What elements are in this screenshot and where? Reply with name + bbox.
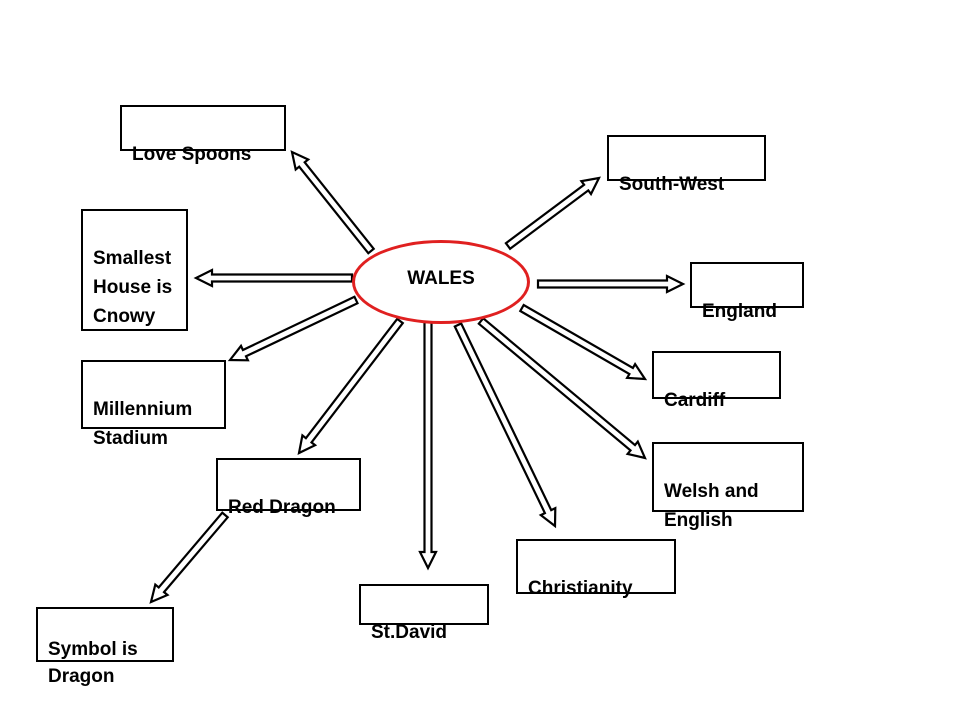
arrow-to-welsh-and-english — [477, 316, 647, 460]
node-smallest-house: Smallest House is Cnowy — [81, 209, 188, 331]
node-label: Red Dragon — [228, 497, 336, 518]
arrow-to-christianity — [453, 322, 557, 529]
node-red-dragon: Red Dragon — [216, 458, 361, 518]
node-st-david: St.David — [359, 584, 489, 643]
arrow-to-cardiff — [518, 303, 648, 381]
node-label: Symbol is Dragon — [48, 639, 138, 687]
arrow-to-love-spoons — [290, 150, 376, 255]
arrow-to-symbol-is-dragon — [149, 511, 230, 604]
arrow-to-south-west — [504, 176, 601, 251]
arrow-to-st-david — [418, 320, 438, 571]
node-welsh-and-english: Welsh and English — [652, 442, 804, 531]
node-label: Smallest House is Cnowy — [93, 248, 173, 327]
node-symbol-is-dragon: Symbol is Dragon — [36, 607, 174, 687]
node-christianity: Christianity — [516, 539, 676, 599]
arrow-to-millennium-stadium — [227, 295, 359, 362]
node-label: South-West — [619, 174, 725, 195]
node-label: St.David — [371, 622, 448, 643]
node-label: Christianity — [528, 578, 633, 599]
node-label: Love Spoons — [132, 144, 252, 165]
center-label: WALES — [407, 268, 475, 289]
node-south-west: South-West — [607, 135, 766, 195]
node-label: England — [702, 301, 777, 322]
node-millennium-stadium: Millennium Stadium — [81, 360, 226, 449]
node-england: England — [690, 262, 804, 322]
arrow-to-smallest-house — [193, 268, 354, 288]
node-cardiff: Cardiff — [652, 351, 781, 411]
node-label: Cardiff — [664, 390, 726, 411]
node-label: Welsh and English — [664, 481, 759, 531]
arrow-to-england — [536, 274, 686, 294]
arrow-to-red-dragon — [297, 317, 405, 455]
node-love-spoons: Love Spoons — [120, 105, 286, 165]
center-node-wales: WALES — [352, 240, 530, 324]
node-label: Millennium Stadium — [93, 399, 193, 449]
